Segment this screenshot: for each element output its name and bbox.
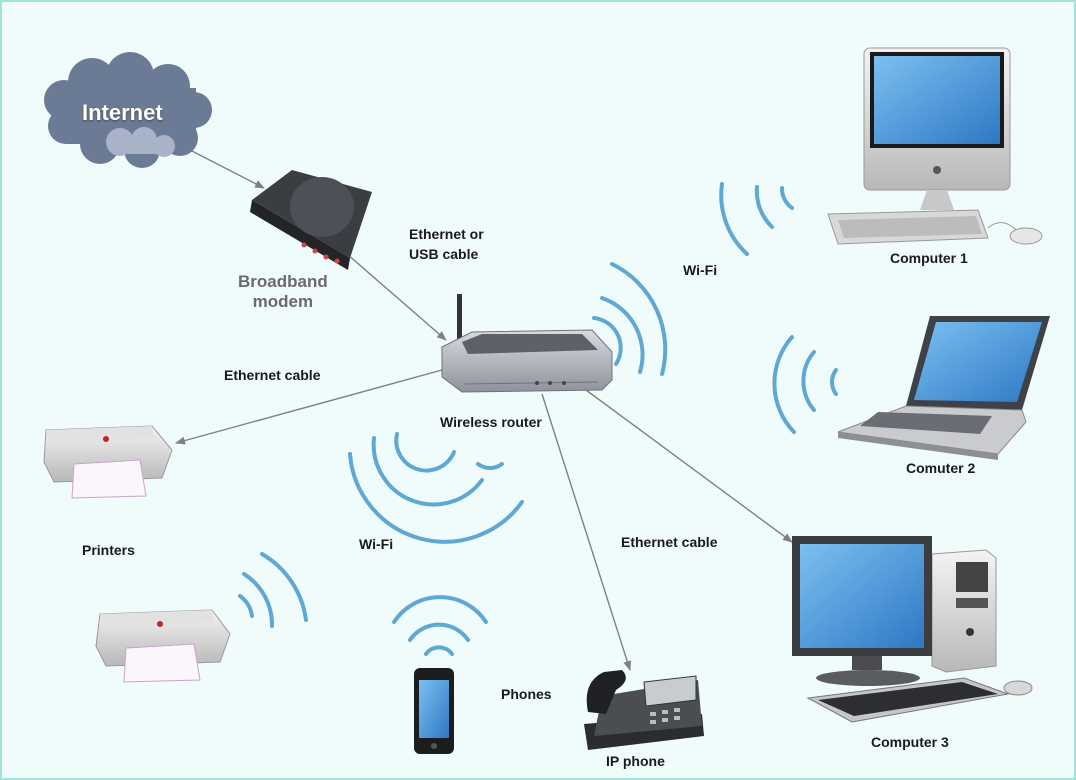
wifi-waves-icon bbox=[238, 182, 838, 656]
ethernet-cable-left-label: Ethernet cable bbox=[224, 367, 321, 383]
ethernet-usb-label-line2: USB cable bbox=[409, 246, 479, 263]
ip-phone-icon bbox=[584, 670, 704, 750]
ethernet-usb-label-line1: Ethernet or bbox=[409, 226, 484, 242]
computer1-label: Computer 1 bbox=[890, 250, 968, 266]
ethernet-cable-right-label: Ethernet cable bbox=[621, 534, 718, 550]
link-router-printer bbox=[175, 369, 443, 445]
tower-pc-icon bbox=[792, 536, 1033, 723]
link-modem-router bbox=[346, 253, 447, 341]
ip-phone-label: IP phone bbox=[606, 753, 665, 769]
link-router-ipphone bbox=[541, 393, 632, 671]
wifi-label-top: Wi-Fi bbox=[683, 262, 718, 278]
modem-label: Broadband modem bbox=[238, 272, 328, 313]
phones-label: Phones bbox=[501, 686, 552, 702]
ethernet-usb-label: Ethernet or USB cable bbox=[409, 224, 484, 265]
smartphone-icon bbox=[414, 668, 454, 754]
computer2-label: Comuter 2 bbox=[906, 460, 976, 476]
printer-icon bbox=[43, 425, 173, 499]
modem-label-line2: modem bbox=[252, 292, 314, 312]
wifi-label-bottom: Wi-Fi bbox=[359, 536, 394, 552]
modem-label-line1: Broadband bbox=[238, 272, 328, 291]
router-icon bbox=[441, 294, 613, 393]
modem-icon bbox=[250, 170, 372, 270]
cloud-icon bbox=[44, 52, 212, 168]
printers-label: Printers bbox=[82, 542, 135, 558]
connector-lines bbox=[175, 149, 793, 671]
router-label: Wireless router bbox=[440, 414, 542, 430]
link-router-computer3 bbox=[585, 389, 793, 543]
internet-label: Internet bbox=[82, 100, 163, 125]
computer3-label: Computer 3 bbox=[871, 734, 949, 750]
desktop-icon bbox=[827, 47, 1043, 245]
laptop-icon bbox=[837, 316, 1050, 460]
link-internet-modem bbox=[189, 149, 265, 189]
printer-icon bbox=[95, 609, 231, 683]
